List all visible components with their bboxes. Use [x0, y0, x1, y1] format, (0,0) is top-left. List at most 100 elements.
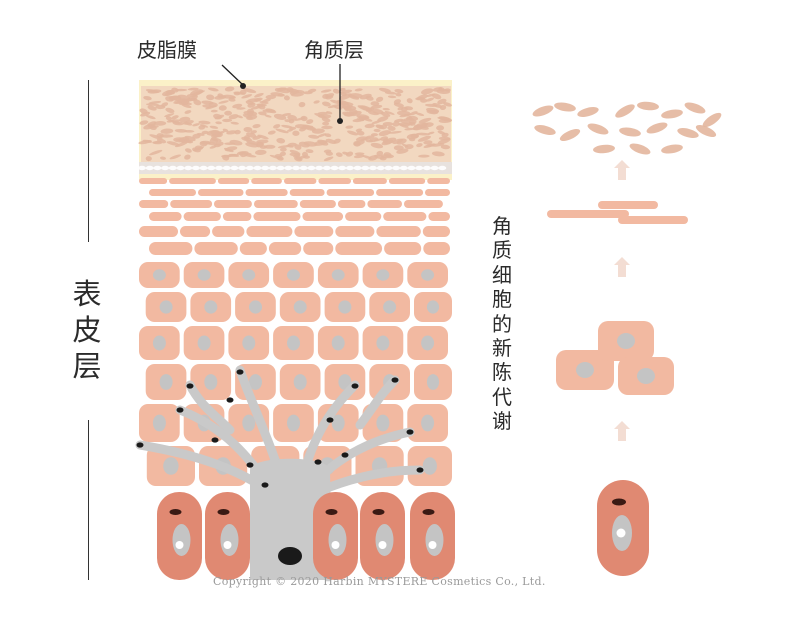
cell-nucleus	[204, 374, 218, 390]
stratum-flake	[294, 144, 302, 150]
stratum-flake	[230, 121, 239, 125]
label-pointers	[221, 64, 343, 124]
stratum-flake	[356, 130, 365, 136]
shedding-flake	[684, 102, 706, 114]
stratum-flake	[233, 91, 245, 95]
flat-cell	[404, 200, 443, 208]
basal-nucleus	[425, 524, 444, 556]
stratum-flake	[353, 140, 361, 147]
stratum-flake	[184, 154, 191, 160]
melanocyte-cell	[135, 365, 425, 580]
separator-flake	[230, 165, 239, 171]
stratum-flake	[261, 98, 271, 103]
stratum-flake	[275, 128, 289, 134]
up-arrow-shaft	[618, 429, 626, 441]
separator-flake	[276, 165, 285, 171]
cell-nucleus	[293, 374, 307, 390]
separator-flake	[345, 165, 354, 171]
stratum-flake	[406, 98, 413, 104]
label-char: 的	[492, 311, 512, 336]
flat-cell	[427, 178, 450, 184]
stratum-flake	[306, 119, 314, 125]
stratum-flake	[201, 100, 214, 105]
stratum-flake	[170, 95, 181, 100]
separator-flake	[176, 165, 185, 171]
cell-nucleus	[287, 414, 300, 432]
stratum-flake	[415, 112, 425, 116]
stratum-flake	[146, 103, 160, 106]
stratum-flake	[280, 147, 287, 152]
stratum-flake	[174, 128, 188, 133]
shedding-flake	[637, 101, 659, 111]
flat-cell	[139, 178, 168, 184]
stratum-flake	[250, 130, 257, 134]
stratum-flake	[241, 94, 253, 99]
flat-cell	[337, 200, 366, 208]
metabolism-label: 角质细胞的新陈代谢	[490, 214, 514, 434]
flat-cell	[302, 212, 344, 221]
stratum-flake	[213, 143, 221, 148]
label-char: 新	[492, 336, 512, 361]
stratum-flake	[147, 121, 157, 127]
stratum-flake	[332, 88, 340, 94]
stratum-flake	[294, 156, 303, 162]
stratum-flake	[222, 118, 233, 123]
melanin-cap	[422, 509, 435, 515]
stratum-flake	[232, 103, 243, 109]
stratum-flake	[387, 125, 396, 131]
stratum-flake	[371, 133, 378, 137]
melanin-cap	[217, 509, 230, 515]
stratum-flake	[254, 92, 264, 98]
stratum-flake	[210, 137, 222, 142]
cell-nucleus	[338, 300, 352, 314]
stratum-flake	[187, 87, 199, 91]
stratum-flake	[323, 156, 334, 162]
cell-nucleus	[242, 269, 256, 281]
basal-nucleus	[220, 524, 239, 556]
stratum-flake	[207, 87, 219, 92]
stratum-flake	[222, 155, 230, 161]
flat-cell	[239, 242, 267, 255]
up-arrow-shaft	[618, 168, 626, 180]
epidermis-bracket-top	[88, 80, 90, 242]
stratum-flake	[242, 114, 253, 119]
shedding-flake	[619, 127, 641, 137]
stratum-flake	[418, 154, 430, 158]
melanin-granule	[391, 377, 399, 383]
stratum-flake	[384, 110, 395, 115]
flat-cell	[422, 226, 450, 237]
stratum-flake	[305, 149, 314, 154]
shedding-flake	[534, 125, 556, 135]
flat-cell	[376, 226, 421, 237]
stratum-flake	[281, 124, 293, 129]
melanin-granule	[261, 482, 269, 488]
label-char: 代	[492, 384, 512, 409]
flat-cell	[180, 226, 211, 237]
cell-nucleus	[152, 414, 166, 432]
label-char: 陈	[492, 360, 512, 385]
melanin-granule	[226, 397, 234, 403]
stratum-flake	[166, 119, 175, 123]
separator-flake	[199, 165, 208, 171]
stratum-flake	[279, 151, 286, 157]
stratum-flake	[205, 105, 217, 110]
stratum-flake	[247, 98, 262, 103]
separator-flake	[145, 165, 154, 171]
flat-cell	[198, 189, 244, 196]
stratum-flake	[236, 107, 246, 110]
stratum-flake	[218, 100, 229, 104]
stratum-flake	[292, 130, 300, 137]
melanin-granule	[351, 383, 359, 389]
cell-nucleus	[159, 374, 173, 390]
stratum-flake	[201, 130, 209, 135]
separator-flake	[268, 165, 277, 171]
seq-melanin-cap	[612, 498, 626, 506]
stratum-flake	[160, 128, 174, 134]
flat-cell	[335, 242, 383, 255]
stratum-flake	[171, 115, 179, 120]
separator-flake	[261, 165, 270, 171]
separator-flake	[369, 165, 377, 171]
spinous-cell-layer	[139, 262, 452, 486]
stratum-flake	[317, 133, 327, 138]
melanocyte-dendrite	[355, 375, 400, 430]
